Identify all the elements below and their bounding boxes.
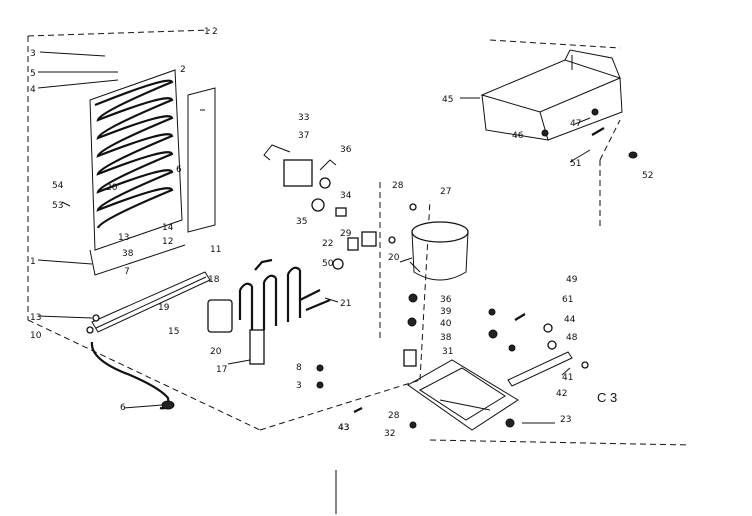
callout-7: 7 xyxy=(124,267,130,277)
callout-22: 22 xyxy=(322,239,333,249)
callout-32: 32 xyxy=(384,429,395,439)
callout-5: 5 xyxy=(30,69,36,79)
callout-2: 2 xyxy=(212,27,218,37)
callout-27: 27 xyxy=(440,187,451,197)
callout-11: 11 xyxy=(210,245,221,255)
callout-labels: 1 2 3 5 4 2 54 53 20 6 13 38 7 14 12 11 … xyxy=(30,27,653,439)
callout-44: 44 xyxy=(564,315,576,325)
callout-53: 53 xyxy=(52,201,63,211)
callout-14: 14 xyxy=(162,223,174,233)
callout-29: 29 xyxy=(340,229,352,239)
callout-40: 40 xyxy=(440,319,452,329)
callout-28b: 28 xyxy=(388,411,400,421)
callout-42: 42 xyxy=(556,389,567,399)
callout-8: 8 xyxy=(296,363,302,373)
base-rail xyxy=(86,271,211,334)
callout-13: 13 xyxy=(118,233,129,243)
callout-28: 28 xyxy=(392,181,404,191)
callout-52: 52 xyxy=(642,171,653,181)
callout-38: 38 xyxy=(122,249,134,259)
callout-20b: 20 xyxy=(210,347,222,357)
callout-20c: 20 xyxy=(388,253,400,263)
callout-45: 45 xyxy=(442,95,453,105)
callout-2b: 2 xyxy=(180,65,186,75)
callout-15: 15 xyxy=(168,327,179,337)
callout-6: 6 xyxy=(176,165,182,175)
callout-36: 36 xyxy=(340,145,352,155)
callout-34: 34 xyxy=(340,191,352,201)
callout-17: 17 xyxy=(216,365,227,375)
callout-6b: 6 xyxy=(120,403,126,413)
callout-23: 23 xyxy=(560,415,571,425)
callout-35: 35 xyxy=(296,217,307,227)
callout-36b: 36 xyxy=(440,295,452,305)
callout-19: 19 xyxy=(158,303,170,313)
callout-1: 1 xyxy=(204,27,210,37)
callout-3b: 3 xyxy=(296,381,302,391)
callout-3: 3 xyxy=(30,49,36,59)
wire-harness xyxy=(90,341,175,410)
evaporator-tubing xyxy=(207,258,331,365)
callout-61: 61 xyxy=(562,295,573,305)
callout-20: 20 xyxy=(106,183,118,193)
callout-50: 50 xyxy=(322,259,334,269)
condenser-coil xyxy=(89,69,216,276)
callout-12: 12 xyxy=(162,237,173,247)
mounting-hardware xyxy=(316,293,557,429)
compressor xyxy=(388,203,469,281)
callout-39: 39 xyxy=(440,307,452,317)
relay-components xyxy=(263,144,377,270)
cover-box xyxy=(480,49,638,159)
callout-1b: 1 xyxy=(30,257,36,267)
callout-13b: 13 xyxy=(30,313,41,323)
callout-51: 51 xyxy=(570,159,581,169)
callout-41: 41 xyxy=(562,373,573,383)
callout-31: 31 xyxy=(442,347,453,357)
callout-38b: 38 xyxy=(440,333,452,343)
callout-21: 21 xyxy=(340,299,351,309)
callout-43: 43 xyxy=(338,423,349,433)
callout-37: 37 xyxy=(298,131,309,141)
callout-48: 48 xyxy=(566,333,578,343)
section-code: C 3 xyxy=(597,390,617,405)
callout-33: 33 xyxy=(298,113,309,123)
callout-49: 49 xyxy=(566,275,578,285)
compressor-base xyxy=(407,351,589,431)
callout-54: 54 xyxy=(52,181,64,191)
callout-18: 18 xyxy=(208,275,220,285)
callout-46: 46 xyxy=(512,131,524,141)
callout-4: 4 xyxy=(30,85,36,95)
callout-47: 47 xyxy=(570,119,581,129)
callout-10: 10 xyxy=(30,331,42,341)
callout-43b: 43 xyxy=(338,423,349,433)
leader-lines xyxy=(37,51,591,424)
